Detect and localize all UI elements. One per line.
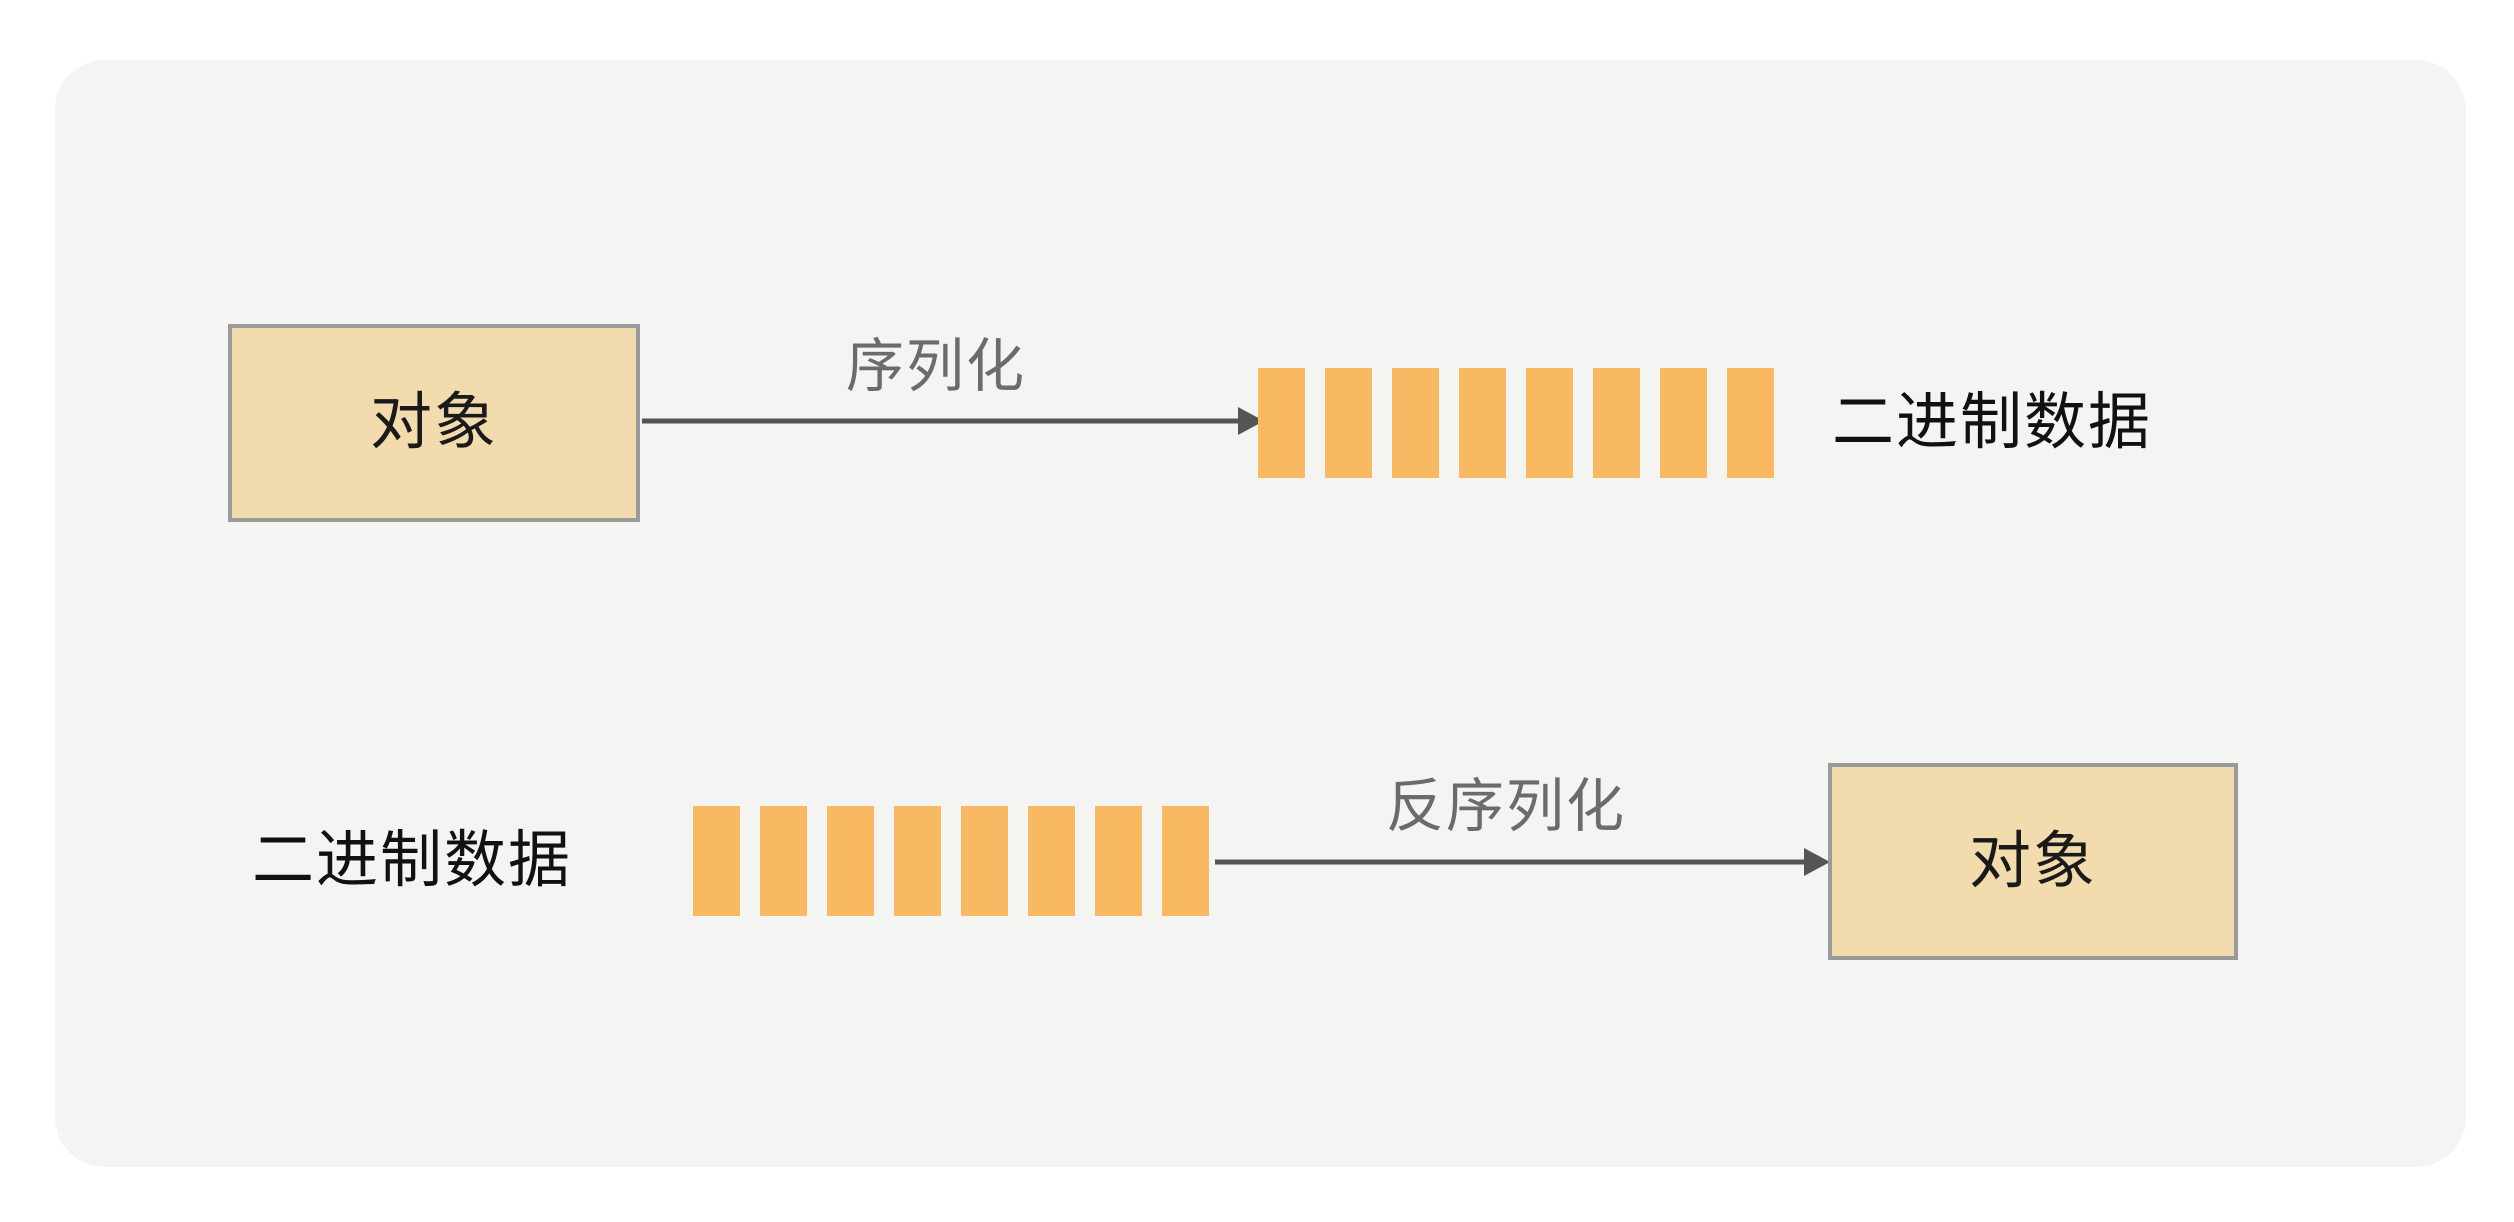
binary-data-bottom-bar <box>760 806 807 916</box>
object-box-target[interactable]: 对象 <box>1828 763 2238 960</box>
binary-data-top-bar <box>1593 368 1640 478</box>
binary-data-top-bar <box>1727 368 1774 478</box>
object-box-target-label: 对象 <box>1968 826 2097 896</box>
binary-data-bottom-bar <box>894 806 941 916</box>
binary-data-bottom-bar <box>1162 806 1209 916</box>
binary-data-bottom-bar <box>961 806 1008 916</box>
binary-data-top-bar <box>1392 368 1439 478</box>
serialize-arrow <box>642 401 1264 441</box>
binary-data-bottom-bar <box>693 806 740 916</box>
binary-data-label-top: 二进制数据 <box>1832 388 2153 457</box>
binary-data-label-bottom: 二进制数据 <box>252 826 573 895</box>
binary-data-top-bar <box>1325 368 1372 478</box>
binary-data-bars-top <box>1258 368 1774 478</box>
binary-data-bottom-bar <box>1095 806 1142 916</box>
serialize-edge-label: 序列化 <box>846 334 1027 399</box>
binary-data-top-bar <box>1660 368 1707 478</box>
binary-data-bottom-bar <box>1028 806 1075 916</box>
object-box-source[interactable]: 对象 <box>228 324 640 522</box>
deserialize-edge-label: 反序列化 <box>1386 774 1627 839</box>
binary-data-top-bar <box>1258 368 1305 478</box>
binary-data-bottom-bar <box>827 806 874 916</box>
object-box-source-label: 对象 <box>369 388 498 457</box>
deserialize-arrow <box>1215 842 1830 882</box>
binary-data-top-bar <box>1459 368 1506 478</box>
binary-data-bars-bottom <box>693 806 1209 916</box>
binary-data-top-bar <box>1526 368 1573 478</box>
diagram-card-background <box>55 60 2466 1167</box>
